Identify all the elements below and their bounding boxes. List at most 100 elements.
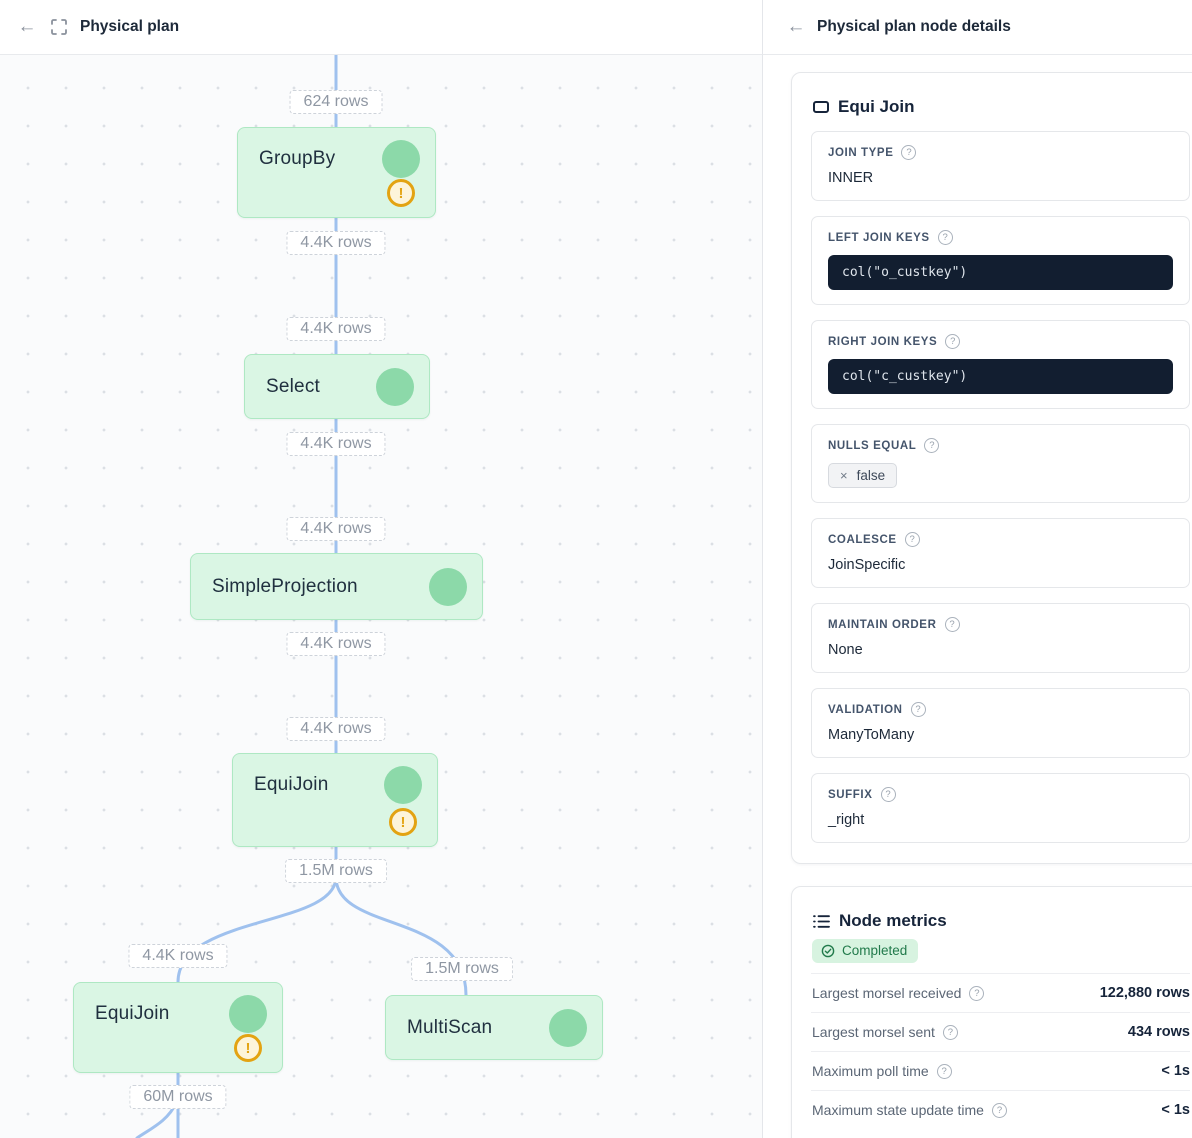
help-icon[interactable]: ? (904, 532, 920, 547)
edge-row-count: 4.4K rows (286, 717, 386, 741)
edge-row-count: 4.4K rows (286, 632, 386, 656)
warning-icon[interactable]: ! (387, 179, 415, 207)
node-metrics-title: Node metrics (839, 911, 947, 930)
plan-node-equijoin-selected[interactable]: EquiJoin ! (232, 753, 438, 847)
progress-circle-icon (376, 367, 414, 406)
metric-label: Maximum poll time ? (812, 1063, 952, 1079)
progress-circle-icon (549, 1008, 587, 1047)
node-label: EquiJoin (95, 1003, 170, 1024)
help-icon[interactable]: ? (991, 1102, 1007, 1118)
metric-label-text: Maximum poll time (812, 1063, 929, 1079)
right-panel-title: Physical plan node details (817, 18, 1011, 35)
plan-node-groupby[interactable]: GroupBy ! (237, 127, 436, 218)
help-icon[interactable]: ? (901, 145, 917, 160)
left-panel-header: ← Physical plan (0, 0, 762, 55)
help-icon[interactable]: ? (880, 787, 896, 802)
metric-value: < 1s (1161, 1102, 1190, 1118)
plan-node-equijoin-left[interactable]: EquiJoin ! (73, 982, 283, 1073)
node-details-title: Equi Join (838, 97, 915, 116)
section-nulls-equal: NULLS EQUAL ? × false (811, 424, 1190, 503)
edge-row-count: 60M rows (129, 1085, 227, 1109)
back-icon[interactable]: ← (786, 16, 806, 37)
metric-label: Maximum state update time ? (812, 1102, 1007, 1118)
help-icon[interactable]: ? (944, 617, 960, 632)
help-icon[interactable]: ? (942, 1024, 958, 1040)
section-value: INNER (828, 170, 874, 186)
section-label: RIGHT JOIN KEYS (828, 335, 938, 348)
code-expression: col("o_custkey") (828, 255, 1173, 290)
help-icon[interactable]: ? (910, 702, 926, 717)
fullscreen-icon[interactable] (46, 14, 72, 40)
section-value: JoinSpecific (828, 557, 906, 573)
value-chip: × false (828, 463, 898, 488)
section-label: NULLS EQUAL (828, 439, 917, 452)
status-label: Completed (842, 943, 908, 958)
node-label: EquiJoin (254, 774, 329, 795)
metric-row: Maximum poll time ? < 1s (811, 1051, 1190, 1090)
help-icon[interactable]: ? (945, 334, 961, 349)
back-icon[interactable]: ← (17, 16, 37, 37)
edge-row-count: 4.4K rows (286, 432, 386, 456)
left-panel-title: Physical plan (80, 18, 180, 35)
node-metrics-card: Node metrics Completed Largest morsel re… (791, 886, 1192, 1138)
section-join-type: JOIN TYPE ? INNER (811, 131, 1190, 201)
plan-graph-canvas[interactable]: 624 rows 4.4K rows 4.4K rows 4.4K rows 4… (0, 55, 762, 1138)
progress-circle-icon (382, 140, 420, 178)
warning-icon[interactable]: ! (389, 808, 417, 836)
warning-icon[interactable]: ! (234, 1034, 262, 1062)
node-details-card-header: Equi Join (811, 89, 1190, 131)
metric-value: 434 rows (1127, 1024, 1190, 1040)
node-details-card: Equi Join JOIN TYPE ? INNER LEFT JOIN KE… (791, 72, 1192, 864)
node-label: Select (266, 375, 321, 397)
section-label: MAINTAIN ORDER (828, 618, 937, 631)
edge-row-count: 1.5M rows (285, 859, 387, 883)
check-circle-icon (821, 944, 835, 957)
plan-node-select[interactable]: Select (244, 354, 430, 419)
metric-row: Maximum state update time ? < 1s (811, 1090, 1190, 1129)
section-validation: VALIDATION ? ManyToMany (811, 688, 1190, 758)
section-label: SUFFIX (828, 788, 873, 801)
edge-row-count: 4.4K rows (286, 517, 386, 541)
node-metrics-header: Node metrics (811, 903, 1190, 937)
edge-row-count: 1.5M rows (411, 957, 513, 981)
section-right-join-keys: RIGHT JOIN KEYS ? col("c_custkey") (811, 320, 1190, 409)
help-icon[interactable]: ? (937, 230, 953, 245)
help-icon[interactable]: ? (936, 1063, 952, 1079)
metric-value: < 1s (1161, 1063, 1190, 1079)
edge-row-count: 4.4K rows (286, 231, 386, 255)
right-panel-header: ← Physical plan node details (762, 0, 1192, 55)
edge-row-count: 4.4K rows (286, 317, 386, 341)
section-coalesce: COALESCE ? JoinSpecific (811, 518, 1190, 588)
section-label: LEFT JOIN KEYS (828, 231, 930, 244)
help-icon[interactable]: ? (924, 438, 940, 453)
status-badge: Completed (812, 939, 919, 963)
section-label: VALIDATION (828, 703, 903, 716)
metric-label: Largest morsel received ? (812, 985, 985, 1001)
node-rect-icon (813, 101, 829, 113)
edge-row-count: 624 rows (289, 90, 383, 114)
section-label: COALESCE (828, 533, 897, 546)
metric-label-text: Maximum state update time (812, 1102, 984, 1118)
plan-node-simpleprojection[interactable]: SimpleProjection (190, 553, 483, 620)
list-details-icon (813, 914, 830, 929)
plan-node-multiscan[interactable]: MultiScan (385, 995, 603, 1060)
metric-row: Largest morsel received ? 122,880 rows (811, 973, 1190, 1012)
node-label: MultiScan (407, 1016, 493, 1038)
metric-value: 122,880 rows (1099, 985, 1190, 1001)
section-suffix: SUFFIX ? _right (811, 773, 1190, 843)
code-expression: col("c_custkey") (828, 359, 1173, 394)
metric-label: Largest morsel sent ? (812, 1024, 958, 1040)
node-label: GroupBy (259, 148, 336, 169)
progress-circle-icon (429, 567, 467, 606)
close-icon: × (840, 468, 848, 483)
help-icon[interactable]: ? (969, 985, 985, 1001)
section-maintain-order: MAINTAIN ORDER ? None (811, 603, 1190, 673)
metric-row: Largest morsel sent ? 434 rows (811, 1012, 1190, 1051)
progress-circle-icon (229, 995, 267, 1033)
metric-label-text: Largest morsel sent (812, 1024, 935, 1040)
section-value: ManyToMany (828, 727, 915, 743)
node-details-panel: Equi Join JOIN TYPE ? INNER LEFT JOIN KE… (762, 55, 1192, 1138)
edge-row-count: 4.4K rows (128, 944, 228, 968)
chip-label: false (856, 468, 886, 483)
